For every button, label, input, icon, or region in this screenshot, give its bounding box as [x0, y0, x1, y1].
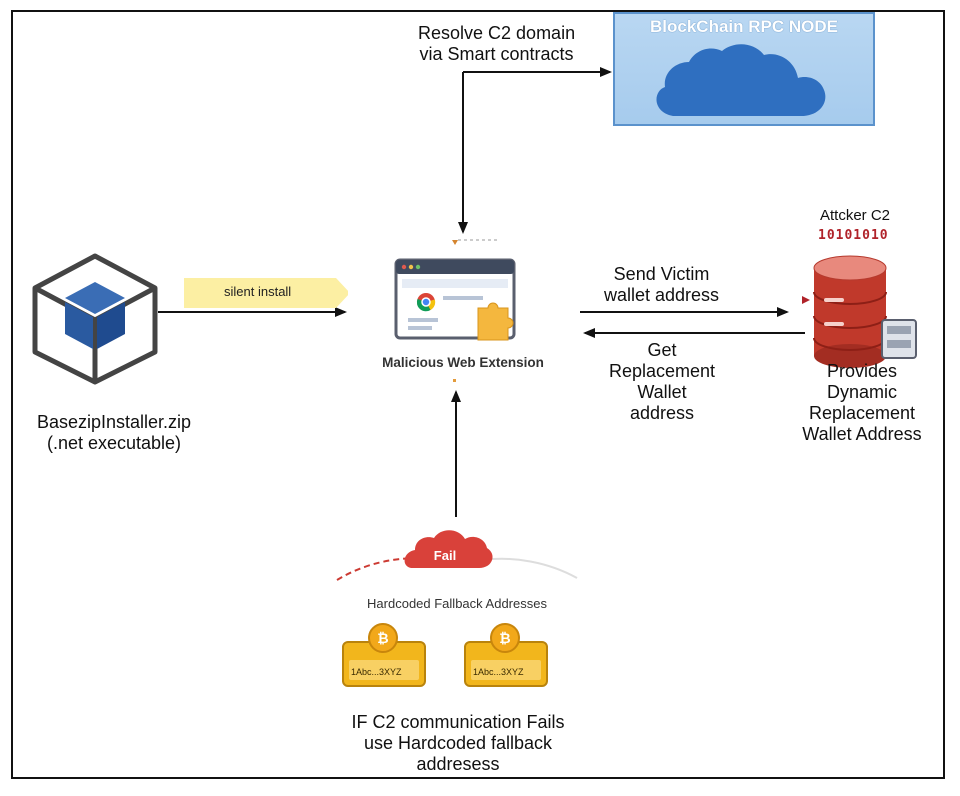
send-victim-label: Send Victim wallet address	[604, 264, 720, 305]
silent-install-note: silent install	[184, 278, 336, 308]
svg-text:₿: ₿	[377, 631, 388, 647]
fallback-illustration: Fail ₿ ₿	[336, 530, 578, 687]
malicious-extension-card: Malicious Web Extension	[348, 238, 578, 382]
attacker-c2-label: Provides Dynamic Replacement Wallet Addr…	[802, 361, 922, 444]
fallback-addresses-card: Fail ₿ ₿ Hardcoded Fallback Addresses 1A…	[333, 520, 581, 698]
fail-badge: Fail	[434, 548, 456, 563]
installer-package-icon	[32, 253, 158, 385]
note-tip	[336, 278, 350, 308]
fail-cloud-icon	[404, 530, 493, 568]
blockchain-rpc-node: BlockChain RPC NODE	[613, 12, 875, 126]
get-replacement-label: Get Replacement Wallet address	[608, 340, 716, 423]
svg-text:₿: ₿	[499, 631, 510, 647]
attacker-c2-bits: 10101010	[818, 228, 889, 243]
card-dot	[453, 379, 456, 382]
fallback-label: IF C2 communication Fails use Hardcoded …	[351, 712, 565, 774]
resolve-label: Resolve C2 domain via Smart contracts	[418, 23, 576, 64]
attacker-c2-title: Attcker C2	[820, 207, 891, 224]
server-database-icon	[802, 255, 917, 368]
fallback-address-1: 1Abc...3XYZ	[351, 667, 402, 677]
browser-extension-icon	[394, 239, 516, 341]
cloud-icon	[656, 44, 826, 117]
silent-install-label: silent install	[224, 284, 292, 299]
fallback-address-2: 1Abc...3XYZ	[473, 667, 524, 677]
extension-name: Malicious Web Extension	[382, 355, 544, 370]
rpc-node-title: BlockChain RPC NODE	[650, 17, 838, 36]
diagram-frame	[11, 10, 945, 779]
installer-label: BasezipInstaller.zip (.net executable)	[36, 412, 192, 453]
fallback-title: Hardcoded Fallback Addresses	[367, 596, 547, 611]
